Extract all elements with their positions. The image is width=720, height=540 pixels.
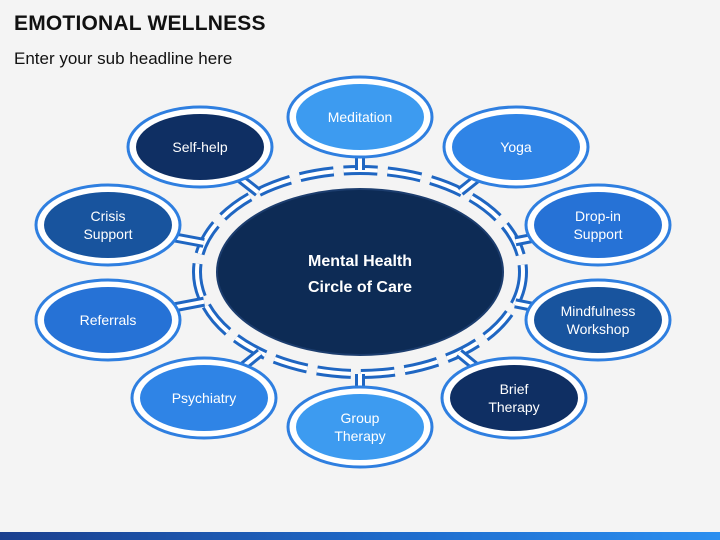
node-fill — [140, 365, 268, 431]
node-fill — [296, 394, 424, 460]
page-title: EMOTIONAL WELLNESS — [14, 12, 266, 35]
node-yoga[interactable]: Yoga — [442, 105, 590, 189]
center-label: Mental Health — [308, 253, 412, 270]
node-meditation[interactable]: Meditation — [286, 75, 434, 159]
center-ellipse — [216, 188, 504, 356]
node-label: Mindfulness — [561, 303, 636, 319]
bottom-accent-bar — [0, 532, 720, 540]
node-label: Therapy — [488, 399, 539, 415]
node-fill — [296, 84, 424, 150]
node-label: Self-help — [172, 139, 227, 155]
node-fill — [534, 287, 662, 353]
node-label: Meditation — [328, 109, 393, 125]
node-label: Drop-in — [575, 208, 621, 224]
node-label: Workshop — [567, 321, 630, 337]
node-fill — [44, 192, 172, 258]
node-fill — [450, 365, 578, 431]
node-group: MeditationYogaDrop-inSupportMindfulnessW… — [34, 75, 672, 469]
node-fill — [44, 287, 172, 353]
node-fill — [452, 114, 580, 180]
node-label: Group — [341, 410, 380, 426]
node-label: Support — [83, 226, 132, 242]
node-psychiatry[interactable]: Psychiatry — [130, 356, 278, 440]
node-fill — [136, 114, 264, 180]
node-label: Support — [573, 226, 622, 242]
node-label: Psychiatry — [172, 390, 237, 406]
node-label: Therapy — [334, 428, 385, 444]
node-label: Crisis — [91, 208, 126, 224]
node-label: Referrals — [80, 312, 137, 328]
node-referrals[interactable]: Referrals — [34, 278, 182, 362]
node-label: Yoga — [500, 139, 532, 155]
page-subtitle: Enter your sub headline here — [14, 49, 233, 68]
node-label: Brief — [500, 381, 529, 397]
node-fill — [534, 192, 662, 258]
center-label: Circle of Care — [308, 279, 412, 296]
node-self-help[interactable]: Self-help — [126, 105, 274, 189]
